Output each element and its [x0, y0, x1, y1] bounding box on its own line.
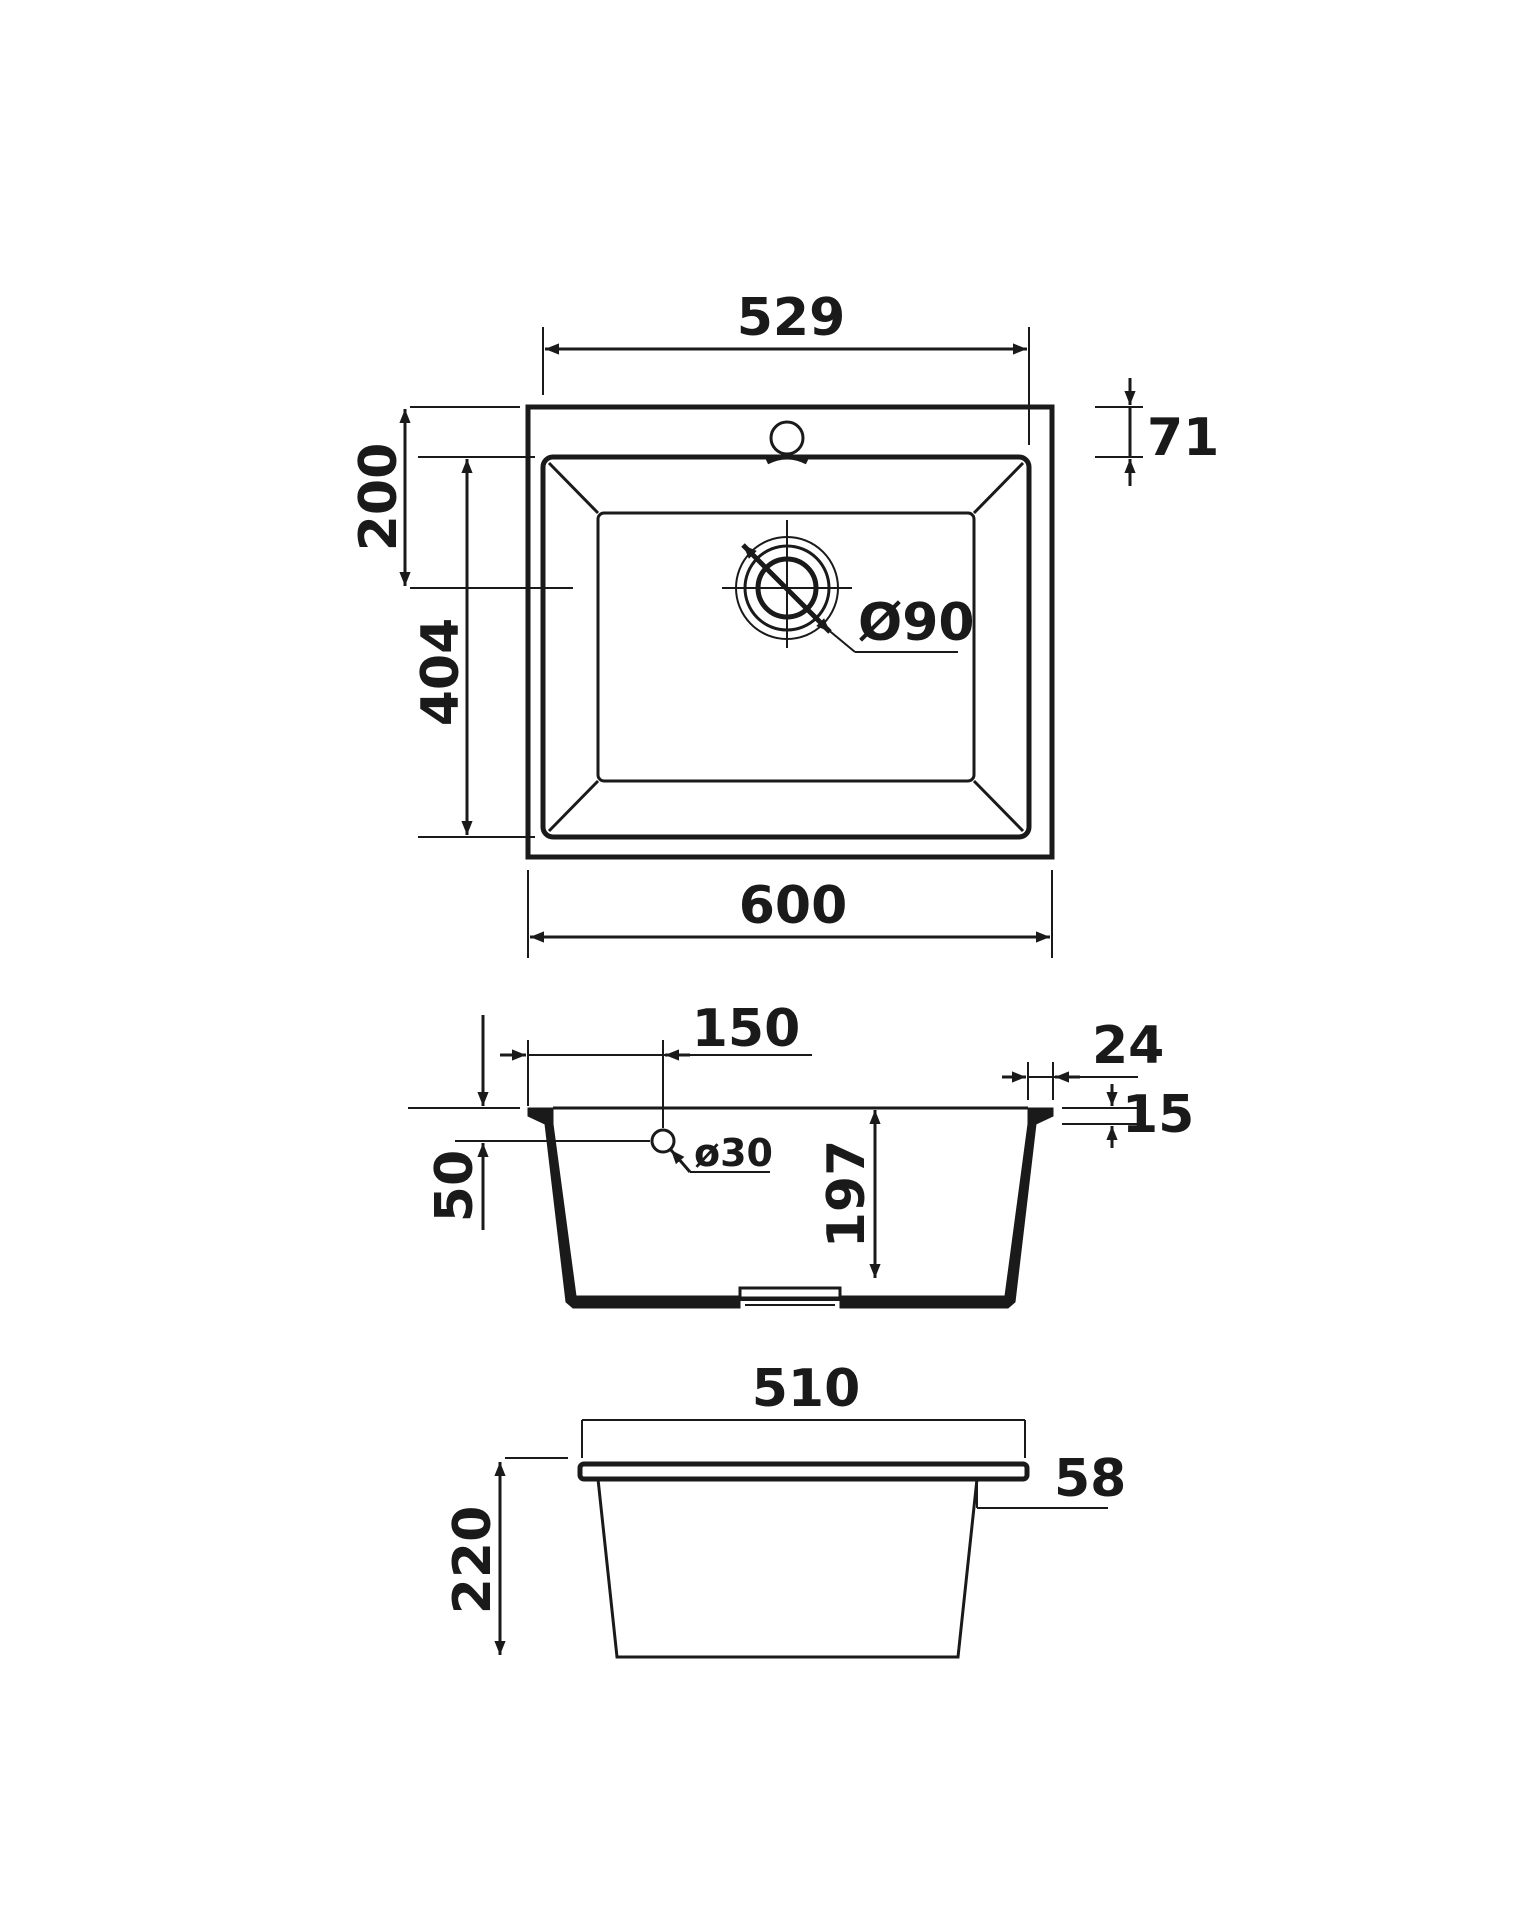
- side-drain-icon: [738, 1286, 842, 1306]
- bowl-bottom-outline: [596, 511, 976, 783]
- dim-overflow-diameter: ø30: [669, 1131, 773, 1175]
- dim-label-197: 197: [817, 1140, 877, 1249]
- dim-label-600: 600: [739, 876, 848, 936]
- dim-top-width: 510: [581, 1359, 1026, 1458]
- dim-bowl-length: 404: [411, 456, 535, 838]
- dim-label-drain-diameter: Ø90: [858, 593, 975, 653]
- dim-label-150: 150: [692, 999, 801, 1059]
- dim-label-200: 200: [349, 443, 409, 552]
- dim-label-24: 24: [1092, 1016, 1164, 1076]
- dim-rim-inset: 58: [976, 1449, 1126, 1509]
- dim-overall-width: 600: [527, 870, 1053, 958]
- dim-label-510: 510: [752, 1359, 861, 1419]
- sink-outer-outline: [525, 404, 1055, 860]
- dim-bowl-depth: 197: [817, 1110, 881, 1278]
- drain-icon: [722, 520, 958, 653]
- dim-label-529: 529: [737, 288, 846, 348]
- dim-overflow-height: 50: [408, 1015, 650, 1230]
- bowl-corner-bevels: [547, 461, 1025, 833]
- dim-label-50: 50: [425, 1150, 485, 1222]
- dim-rim-width: 24: [1002, 1016, 1164, 1100]
- dim-drain-from-top: 200: [349, 406, 573, 589]
- dim-rim-thickness: 15: [1062, 1084, 1194, 1148]
- top-view: 529 71 200 404 Ø90: [349, 288, 1219, 958]
- side-section-right-wall: [839, 1107, 1054, 1309]
- side-section-left-wall: [527, 1107, 741, 1309]
- dim-label-220: 220: [443, 1506, 503, 1615]
- dim-overall-depth: 220: [443, 1457, 568, 1655]
- dim-label-404: 404: [411, 618, 471, 727]
- dim-overflow-offset: 150: [500, 999, 812, 1128]
- side-view: 150 24 15 50: [408, 999, 1194, 1309]
- dim-inner-width: 529: [542, 288, 1030, 445]
- front-view: 510 58 220: [443, 1359, 1126, 1659]
- dim-label-30: ø30: [694, 1131, 773, 1175]
- dim-label-58: 58: [1054, 1449, 1126, 1509]
- dim-tap-hole-offset: 71: [1095, 378, 1219, 486]
- dim-label-15: 15: [1122, 1085, 1194, 1145]
- front-rim: [577, 1461, 1030, 1482]
- dim-label-71: 71: [1147, 408, 1219, 468]
- tap-hole-icon: [765, 420, 809, 465]
- overflow-hole-icon: [650, 1128, 676, 1154]
- front-bowl-outline: [596, 1478, 979, 1659]
